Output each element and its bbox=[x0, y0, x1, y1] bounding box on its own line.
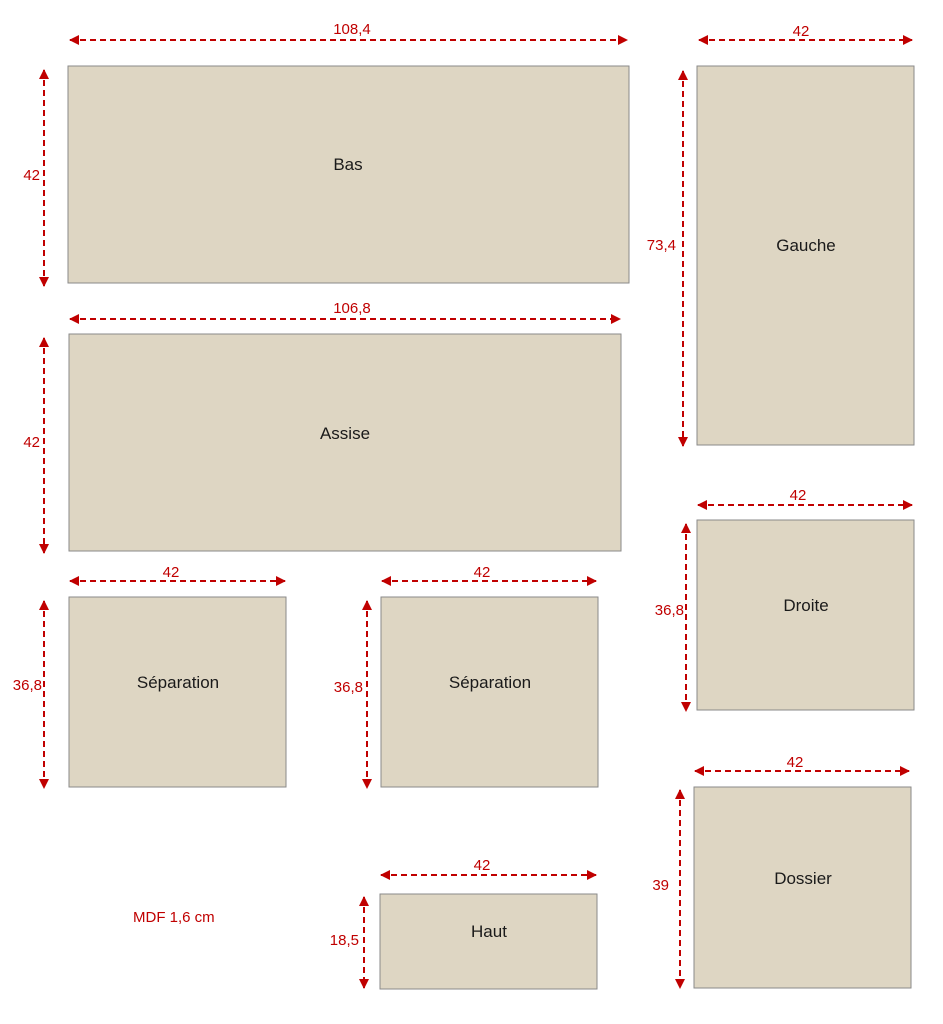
panel-droite-label: Droite bbox=[783, 596, 828, 615]
panel-droite: Droite 42 36,8 bbox=[655, 487, 915, 712]
panel-separation-1-label: Séparation bbox=[137, 673, 219, 692]
panel-haut-height-label: 18,5 bbox=[330, 932, 359, 949]
panel-separation-1-width-dimension: 42 bbox=[69, 564, 286, 586]
panel-dossier-width-dimension: 42 bbox=[694, 754, 910, 776]
panel-droite-width-dimension: 42 bbox=[697, 487, 913, 510]
panel-dossier: Dossier 42 39 bbox=[652, 754, 912, 989]
panel-bas-width-dimension: 108,4 bbox=[69, 21, 628, 45]
panel-assise-width-dimension: 106,8 bbox=[69, 300, 621, 324]
panel-assise: Assise 106,8 42 bbox=[23, 300, 622, 554]
panel-bas-width-label: 108,4 bbox=[333, 21, 371, 38]
panel-dossier-height-dimension: 39 bbox=[652, 789, 685, 989]
panel-separation-2-board: Séparation bbox=[380, 596, 599, 788]
panel-haut-label: Haut bbox=[471, 922, 507, 941]
panel-separation-2-width-label: 42 bbox=[474, 564, 491, 581]
panel-gauche: Gauche 42 73,4 bbox=[647, 23, 915, 447]
panel-gauche-board: Gauche bbox=[696, 65, 915, 446]
panel-separation-1-board: Séparation bbox=[68, 596, 287, 788]
panel-droite-height-dimension: 36,8 bbox=[655, 523, 691, 712]
panel-separation-1-height-dimension: 36,8 bbox=[13, 600, 49, 789]
panel-separation-2-label: Séparation bbox=[449, 673, 531, 692]
panel-assise-board: Assise bbox=[68, 333, 622, 552]
panel-bas: Bas 108,4 42 bbox=[23, 21, 630, 287]
panel-droite-board: Droite bbox=[696, 519, 915, 711]
panel-bas-height-dimension: 42 bbox=[23, 69, 49, 287]
panel-dossier-width-label: 42 bbox=[787, 754, 804, 771]
panel-haut-width-label: 42 bbox=[474, 857, 491, 874]
panel-separation-2-height-dimension: 36,8 bbox=[334, 600, 372, 789]
panel-dossier-height-label: 39 bbox=[652, 877, 669, 894]
panel-gauche-height-label: 73,4 bbox=[647, 237, 676, 254]
panel-droite-width-label: 42 bbox=[790, 487, 807, 504]
panel-assise-height-dimension: 42 bbox=[23, 337, 49, 554]
panel-separation-1: Séparation 42 36,8 bbox=[13, 564, 287, 789]
panel-bas-board: Bas bbox=[67, 65, 630, 284]
panel-haut-board: Haut bbox=[379, 893, 598, 990]
panel-separation-1-width-label: 42 bbox=[163, 564, 180, 581]
panel-dossier-board: Dossier bbox=[693, 786, 912, 989]
panel-assise-width-label: 106,8 bbox=[333, 300, 371, 317]
panel-gauche-label: Gauche bbox=[776, 236, 836, 255]
panel-haut: Haut 42 18,5 bbox=[330, 857, 598, 990]
panel-bas-height-label: 42 bbox=[23, 167, 40, 184]
panel-assise-label: Assise bbox=[320, 424, 370, 443]
panel-bas-label: Bas bbox=[333, 155, 362, 174]
material-note: MDF 1,6 cm bbox=[133, 909, 215, 926]
panel-gauche-width-dimension: 42 bbox=[698, 23, 913, 45]
panel-separation-1-height-label: 36,8 bbox=[13, 677, 42, 694]
panel-separation-2: Séparation 42 36,8 bbox=[334, 564, 599, 789]
panel-assise-height-label: 42 bbox=[23, 434, 40, 451]
panel-separation-2-height-label: 36,8 bbox=[334, 679, 363, 696]
panel-droite-height-label: 36,8 bbox=[655, 602, 684, 619]
panel-haut-height-dimension: 18,5 bbox=[330, 896, 369, 989]
panel-dossier-label: Dossier bbox=[774, 869, 832, 888]
panel-haut-width-dimension: 42 bbox=[380, 857, 597, 880]
panel-gauche-height-dimension: 73,4 bbox=[647, 70, 688, 447]
panel-gauche-width-label: 42 bbox=[793, 23, 810, 40]
panel-separation-2-width-dimension: 42 bbox=[381, 564, 597, 586]
